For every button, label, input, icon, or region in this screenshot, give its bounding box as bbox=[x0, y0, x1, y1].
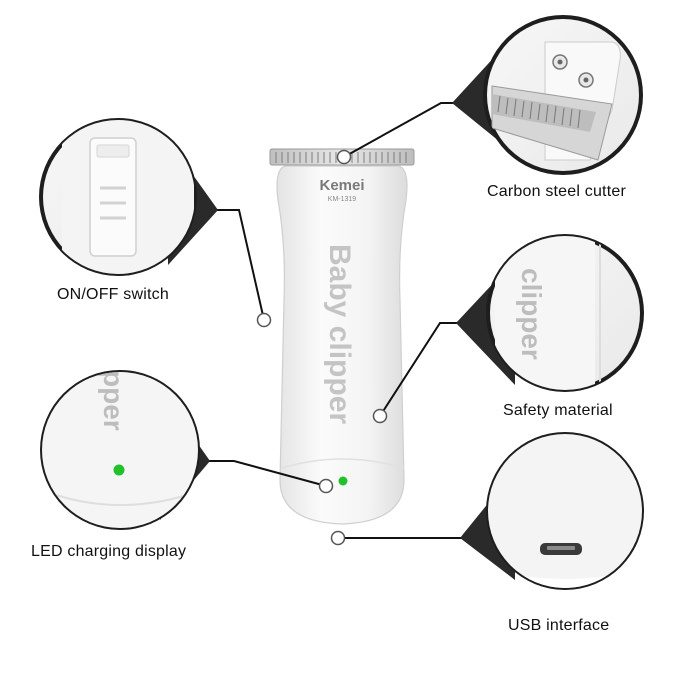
led-closeup: pper bbox=[42, 370, 198, 528]
material-detail-callout: clipper bbox=[456, 234, 644, 392]
cutter-closeup bbox=[491, 41, 621, 161]
material-closeup-text: clipper bbox=[516, 268, 547, 360]
body-embossed-text: Baby clipper bbox=[323, 244, 356, 424]
led-detail-callout: pper bbox=[40, 370, 210, 530]
cutter-label: Carbon steel cutter bbox=[487, 183, 626, 200]
clipper-body-seam bbox=[281, 458, 405, 469]
switch-label: ON/OFF switch bbox=[57, 286, 169, 303]
usb-marker bbox=[330, 530, 346, 546]
cutter-marker bbox=[336, 149, 352, 165]
led-indicator bbox=[338, 476, 348, 486]
switch-marker bbox=[256, 312, 272, 328]
switch-detail-callout bbox=[39, 118, 218, 276]
led-closeup-text: pper bbox=[98, 370, 129, 431]
led-closeup-light bbox=[113, 464, 125, 476]
brand-logo-text: Kemei bbox=[319, 177, 364, 194]
usb-label: USB interface bbox=[508, 617, 610, 634]
led-marker bbox=[318, 478, 334, 494]
usb-detail-callout bbox=[460, 432, 644, 590]
material-label: Safety material bbox=[503, 402, 613, 419]
clipper-body bbox=[276, 165, 408, 525]
cutter-detail-callout bbox=[452, 15, 643, 175]
material-closeup: clipper bbox=[495, 236, 601, 390]
blade-teeth bbox=[275, 152, 407, 163]
callout-markers bbox=[256, 149, 388, 546]
model-number: KM-1319 bbox=[328, 196, 357, 203]
clipper-device: Kemei KM-1319 Baby clipper bbox=[269, 148, 415, 525]
led-label: LED charging display bbox=[31, 543, 187, 560]
material-marker bbox=[372, 408, 388, 424]
switch-closeup bbox=[62, 120, 194, 274]
